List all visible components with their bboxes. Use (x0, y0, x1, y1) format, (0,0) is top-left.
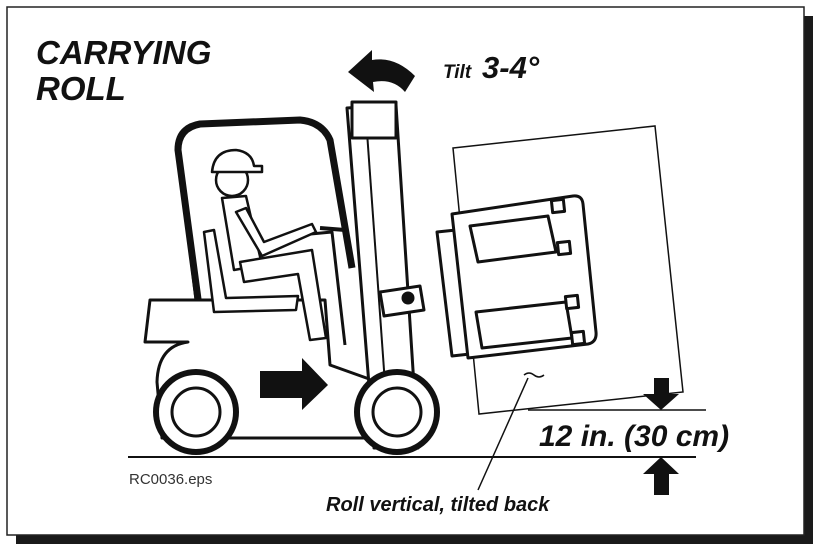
operator-icon (202, 148, 328, 342)
tilt-arrow-icon (348, 50, 415, 92)
file-label: RC0036.eps (129, 471, 212, 488)
title-line-1: CARRYING (36, 34, 211, 71)
title-line-2: ROLL (36, 70, 126, 107)
forward-arrow-icon (260, 358, 328, 410)
height-label: 12 in. (30 cm) (539, 420, 729, 453)
roll-center-mark (523, 372, 545, 378)
callout-leader (477, 377, 529, 491)
forklift-icon (143, 100, 440, 455)
roll-clamp (435, 194, 598, 360)
up-arrow-icon (643, 457, 679, 495)
tilt-label: Tilt (443, 62, 472, 83)
callout-label: Roll vertical, tilted back (326, 494, 550, 516)
down-arrow-icon (643, 378, 679, 410)
tilt-value: 3-4° (482, 50, 540, 85)
